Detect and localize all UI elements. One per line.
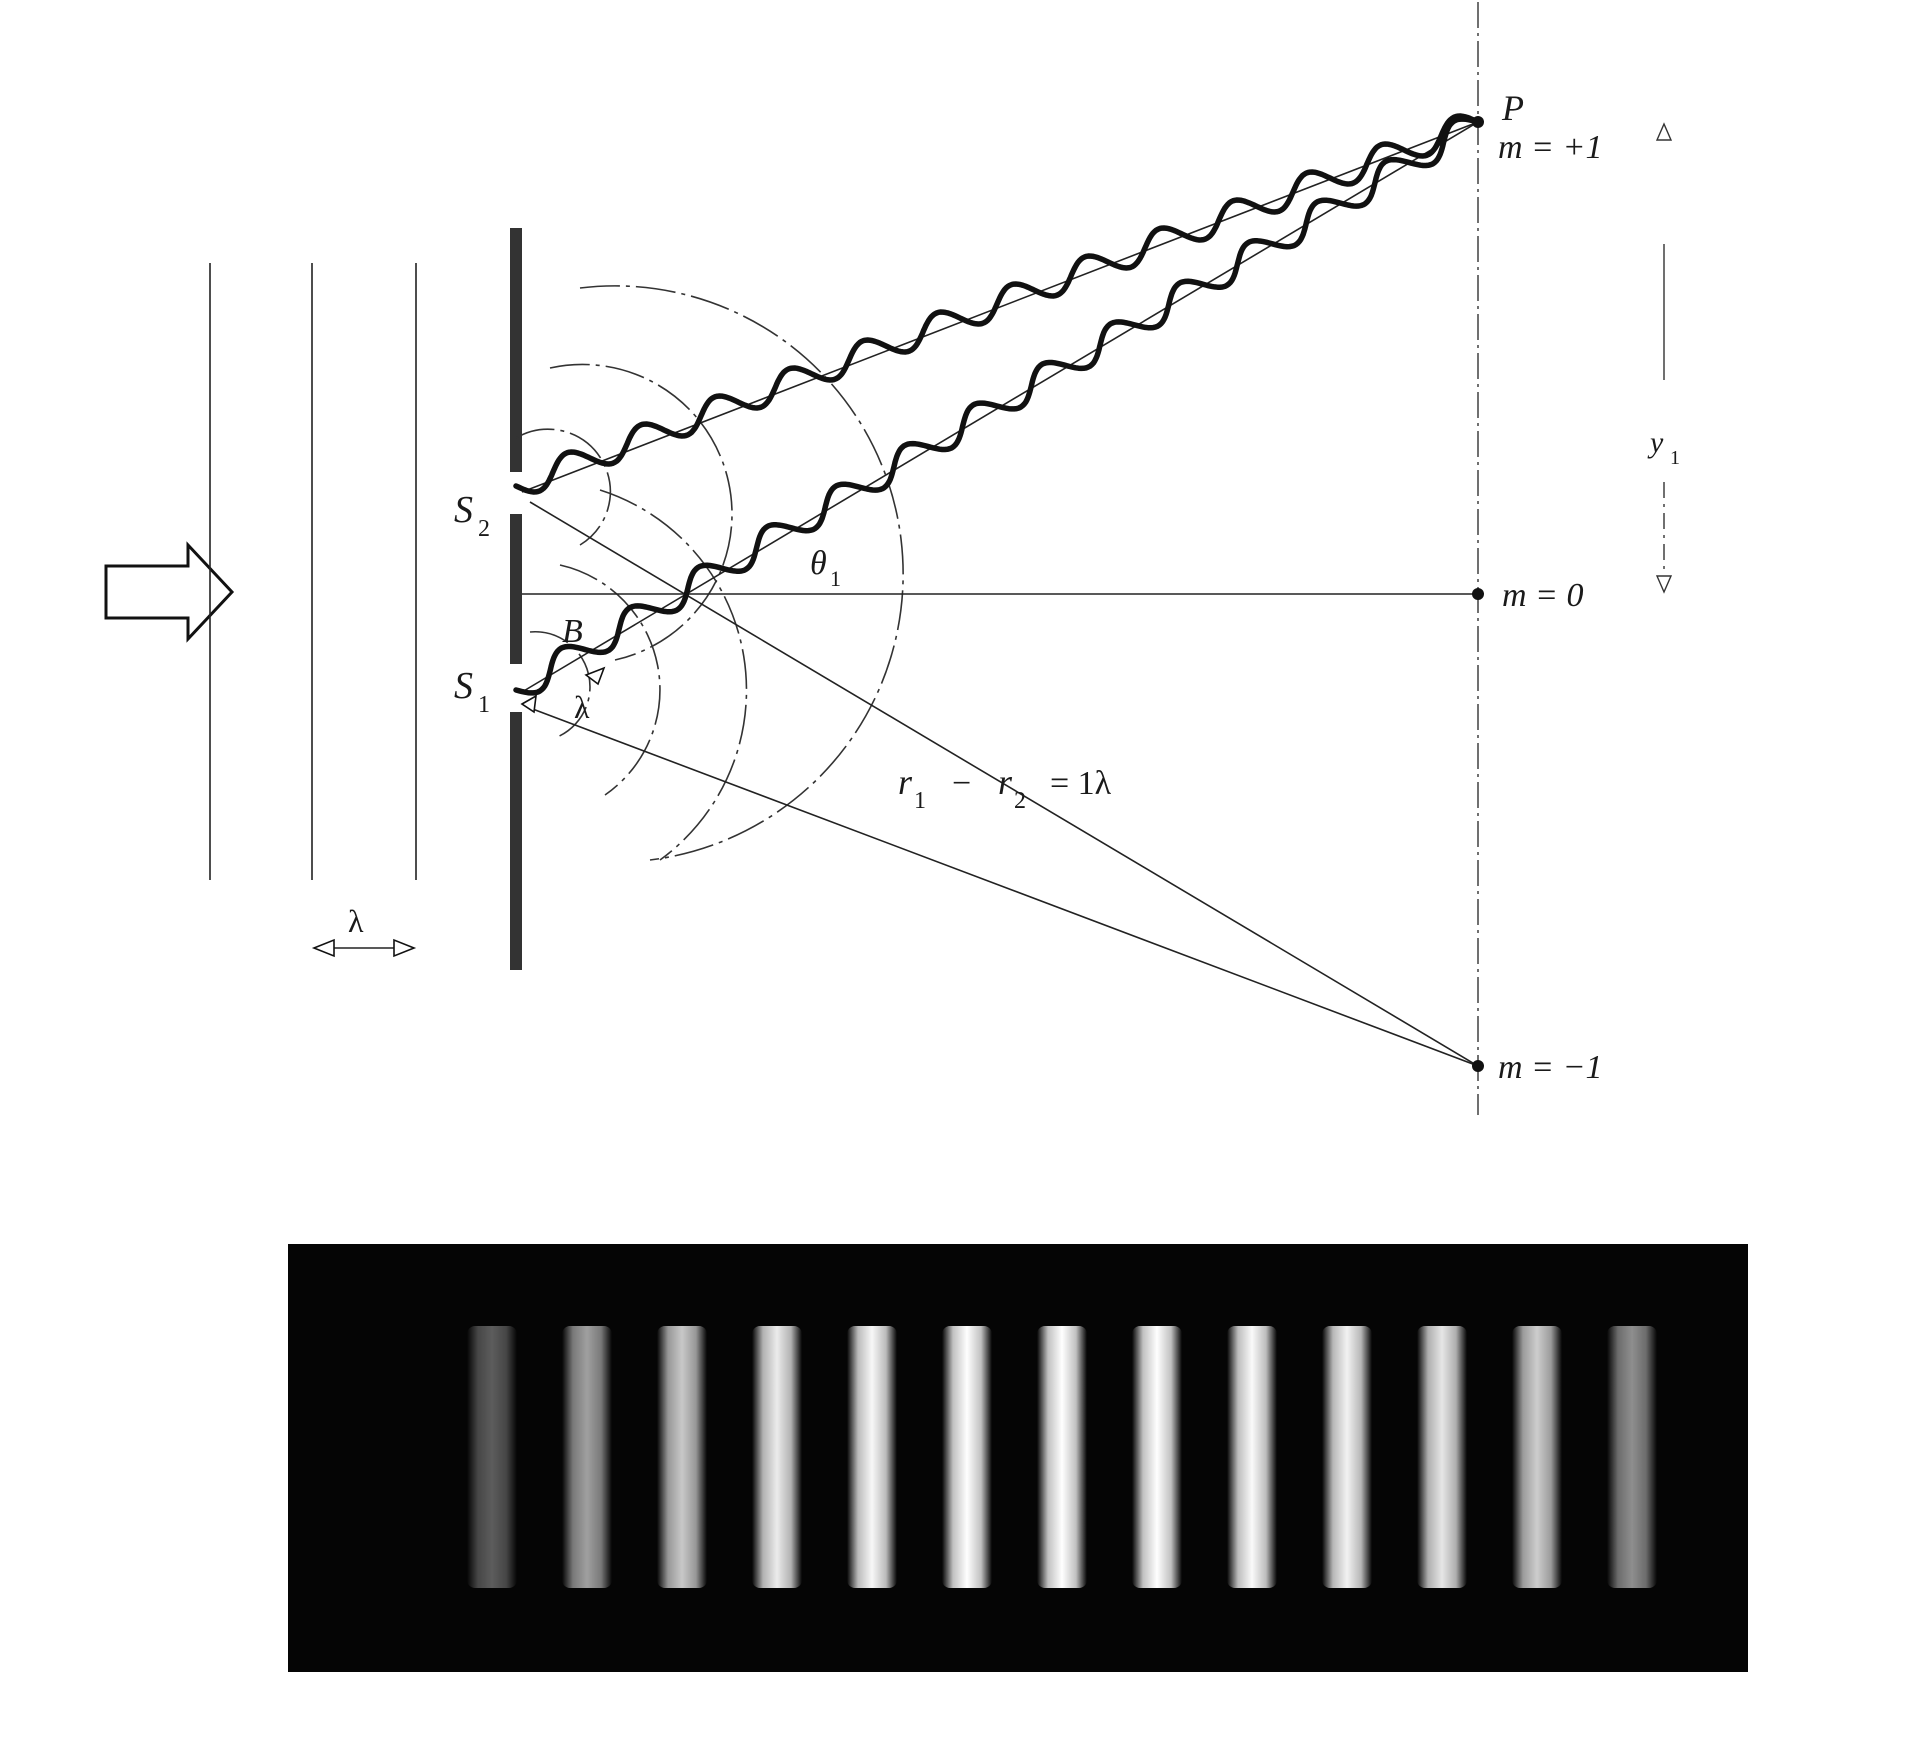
r1-subscript: 1 bbox=[914, 788, 926, 814]
order-minus1-dot bbox=[1472, 1060, 1484, 1072]
barrier-top bbox=[510, 228, 522, 472]
order-plus1-label: m = +1 bbox=[1498, 129, 1602, 166]
bright-fringe bbox=[1417, 1326, 1467, 1588]
order-zero-dot bbox=[1472, 588, 1484, 600]
fringe-pattern-photo bbox=[288, 1244, 1748, 1672]
source-s1-subscript: 1 bbox=[478, 692, 490, 718]
r2-subscript: 2 bbox=[1014, 788, 1026, 814]
screen-distance-label: y bbox=[1647, 426, 1664, 459]
interference-diagram: λ bbox=[104, 2, 1680, 1115]
bright-fringe bbox=[942, 1326, 992, 1588]
circular-wavefront-s2 bbox=[549, 363, 733, 661]
ray-s2-to-p bbox=[521, 121, 1479, 493]
wavelength-spacing-arrow-icon bbox=[311, 938, 417, 958]
wave-from-s2 bbox=[513, 113, 1481, 495]
theta-label: θ bbox=[810, 545, 827, 582]
bright-fringe bbox=[657, 1326, 707, 1588]
source-s1-label: S bbox=[454, 665, 473, 707]
fringe-stripes bbox=[467, 1326, 1657, 1588]
ray-s1-to-minus1 bbox=[529, 707, 1479, 1067]
bright-fringe bbox=[1512, 1326, 1562, 1588]
circular-wavefront-s1 bbox=[559, 564, 661, 796]
source-arrow-icon bbox=[520, 694, 537, 714]
bright-fringe bbox=[752, 1326, 802, 1588]
order-zero-label: m = 0 bbox=[1502, 577, 1584, 614]
circular-wavefront-s1 bbox=[599, 489, 748, 861]
wavelength-spacing-label: λ bbox=[348, 903, 364, 939]
r2-label: r bbox=[998, 762, 1013, 802]
point-p-dot bbox=[1472, 116, 1484, 128]
bright-fringe bbox=[1132, 1326, 1182, 1588]
order-minus1-label: m = −1 bbox=[1498, 1049, 1602, 1086]
incident-light-arrow-icon bbox=[104, 541, 235, 643]
path-difference-arrow-icon bbox=[584, 666, 606, 686]
wave-from-s1 bbox=[513, 116, 1481, 696]
bright-fringe bbox=[1037, 1326, 1087, 1588]
r1-label: r bbox=[898, 762, 913, 802]
source-s2-label: S bbox=[454, 489, 473, 531]
barrier-middle bbox=[510, 514, 522, 664]
source-s2-subscript: 2 bbox=[478, 516, 490, 542]
path-difference-equation: r 1 − r 2 = 1λ bbox=[898, 762, 1112, 814]
screen-distance-subscript: 1 bbox=[1670, 447, 1680, 469]
lambda-near-source-label: λ bbox=[574, 689, 590, 725]
screen-distance-arrow-icon bbox=[1655, 122, 1673, 594]
bright-fringe bbox=[847, 1326, 897, 1588]
circular-wavefront-s2 bbox=[515, 428, 612, 546]
bright-fringe bbox=[1227, 1326, 1277, 1588]
bright-fringe bbox=[1607, 1326, 1657, 1588]
bright-fringe bbox=[562, 1326, 612, 1588]
barrier-bottom bbox=[510, 712, 522, 970]
circular-wavefront-s2 bbox=[579, 285, 904, 861]
equals-one-lambda: = 1λ bbox=[1050, 765, 1112, 802]
minus-sign: − bbox=[952, 765, 971, 802]
fringe-background bbox=[288, 1244, 1748, 1672]
theta-subscript: 1 bbox=[830, 566, 841, 591]
bright-fringe bbox=[1322, 1326, 1372, 1588]
point-p-label: P bbox=[1501, 88, 1524, 128]
point-b-label: B bbox=[562, 613, 583, 650]
bright-fringe bbox=[467, 1326, 517, 1588]
